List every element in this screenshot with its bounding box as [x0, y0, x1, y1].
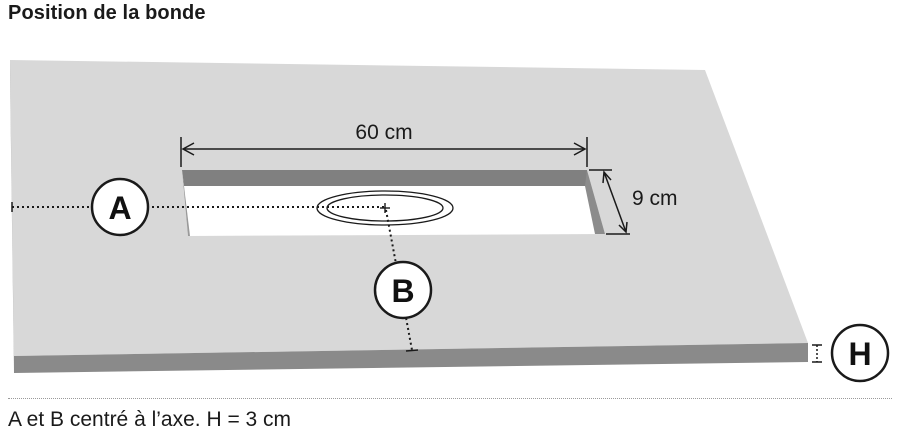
marker-h-letter: H	[848, 336, 871, 372]
thickness-marker	[812, 344, 822, 363]
width-dimension-label: 60 cm	[355, 121, 412, 144]
marker-b-badge: B	[373, 260, 433, 320]
marker-b-letter: B	[391, 273, 414, 309]
footer-note: A et B centré à l’axe. H = 3 cm	[8, 408, 292, 431]
countertop-front-edge	[14, 343, 808, 373]
marker-h-badge: H	[830, 323, 890, 383]
countertop-left-edge	[10, 60, 14, 373]
width-dimension: 60 cm	[180, 121, 588, 167]
page-title: Position de la bonde	[8, 2, 206, 24]
marker-a-badge: A	[90, 177, 150, 237]
depth-dimension-label: 9 cm	[632, 187, 678, 210]
basin-cutout	[182, 170, 605, 236]
axis-a-line	[11, 202, 385, 212]
depth-dimension: 9 cm	[589, 169, 678, 235]
marker-a-letter: A	[108, 190, 131, 226]
footer-divider	[8, 398, 892, 399]
